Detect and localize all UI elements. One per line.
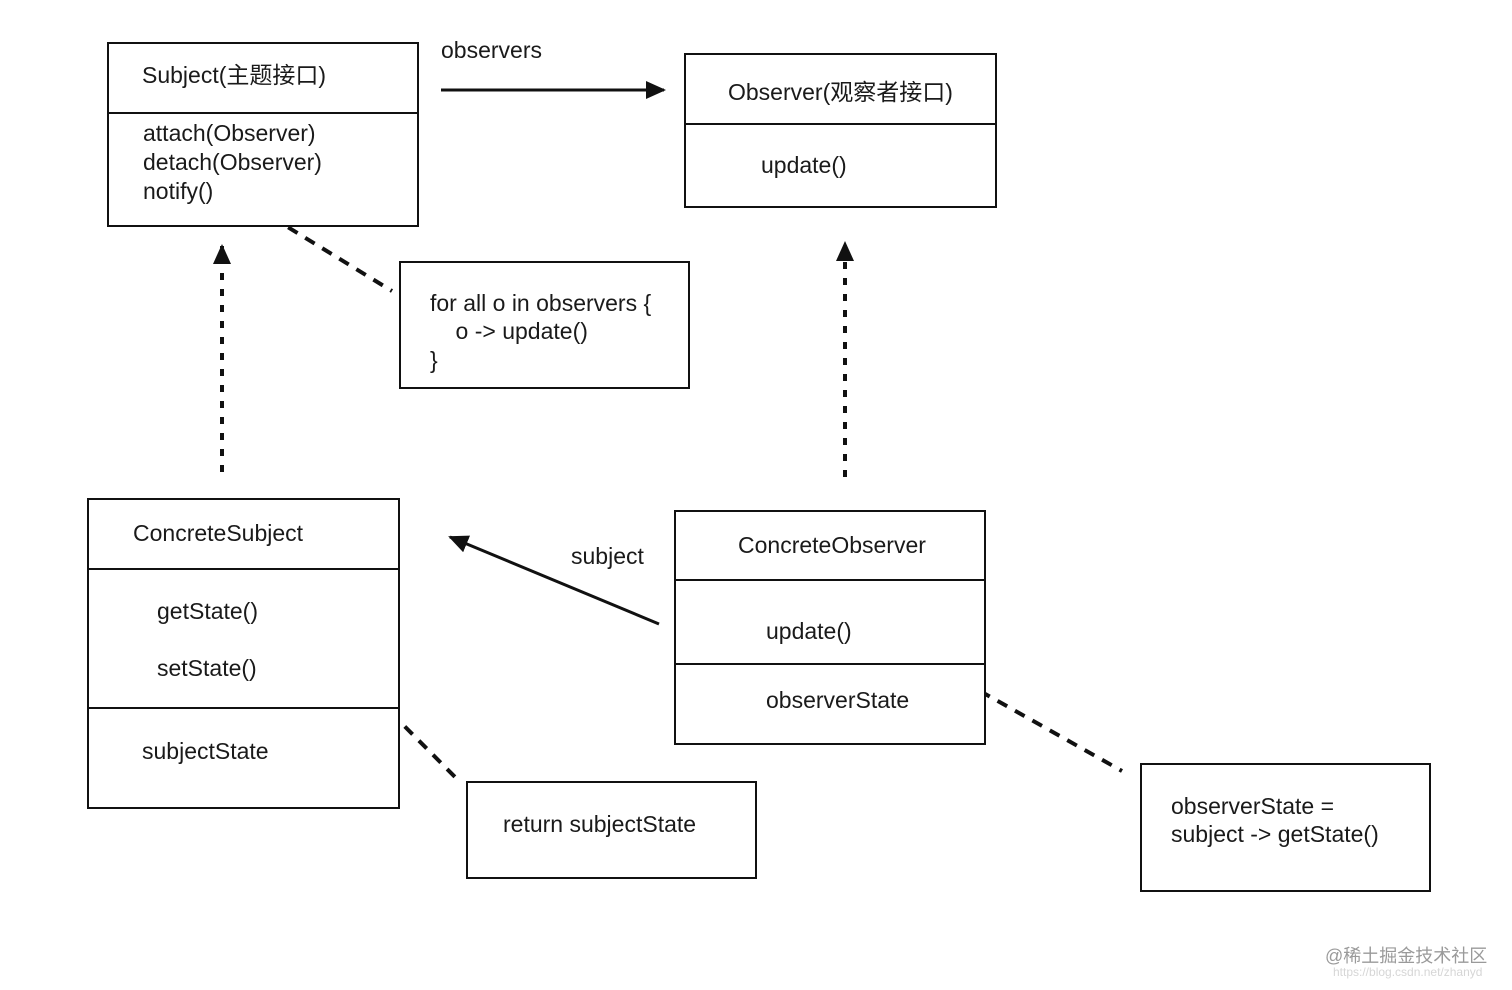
notify-note-line-1: for all o in observers { <box>430 290 652 316</box>
notify-note-line-3: } <box>430 347 438 373</box>
observer-method-update: update() <box>761 152 847 178</box>
observers-association-label: observers <box>441 37 542 63</box>
subject-association-arrow <box>448 535 660 626</box>
watermark-url: https://blog.csdn.net/zhanyd <box>1333 965 1483 979</box>
subject-interface-title: Subject(主题接口) <box>142 62 327 88</box>
update-note-line-1: observerState = <box>1171 793 1335 819</box>
watermark-text: @稀土掘金技术社区 <box>1325 946 1488 966</box>
concrete-observer-method-update: update() <box>766 618 852 644</box>
notify-note-line-2: o -> update() <box>430 318 588 344</box>
concrete-subject-method-getstate: getState() <box>157 598 258 624</box>
update-note-box: observerState = subject -> getState() <box>1140 763 1431 892</box>
subject-interface-divider <box>109 112 417 114</box>
concrete-observer-box: ConcreteObserver update() observerState <box>674 510 986 745</box>
concrete-subject-box: ConcreteSubject getState() setState() su… <box>87 498 400 809</box>
concrete-subject-field-divider <box>89 707 398 709</box>
update-note-line-2: subject -> getState() <box>1171 821 1379 847</box>
notify-note-box: for all o in observers { o -> update() } <box>399 261 690 389</box>
concrete-observer-field-observerstate: observerState <box>766 687 910 713</box>
subject-method-detach: detach(Observer) <box>143 149 322 175</box>
observer-interface-divider <box>686 123 995 125</box>
getstate-note-box: return subjectState <box>466 781 757 879</box>
concrete-subject-method-setstate: setState() <box>157 655 257 681</box>
observer-interface-box: Observer(观察者接口) update() <box>684 53 997 208</box>
subject-method-attach: attach(Observer) <box>143 120 316 146</box>
concrete-subject-title: ConcreteSubject <box>133 520 304 546</box>
concrete-subject-field-subjectstate: subjectState <box>142 738 269 764</box>
observer-interface-title: Observer(观察者接口) <box>728 79 953 105</box>
concrete-observer-field-divider <box>676 663 984 665</box>
subject-association-label: subject <box>571 543 644 569</box>
subject-method-notify: notify() <box>143 178 214 204</box>
concrete-observer-title-divider <box>676 579 984 581</box>
concrete-observer-title: ConcreteObserver <box>738 532 926 558</box>
subject-interface-box: Subject(主题接口) attach(Observer) detach(Ob… <box>107 42 419 227</box>
getstate-note-line-1: return subjectState <box>503 811 697 837</box>
concrete-subject-title-divider <box>89 568 398 570</box>
